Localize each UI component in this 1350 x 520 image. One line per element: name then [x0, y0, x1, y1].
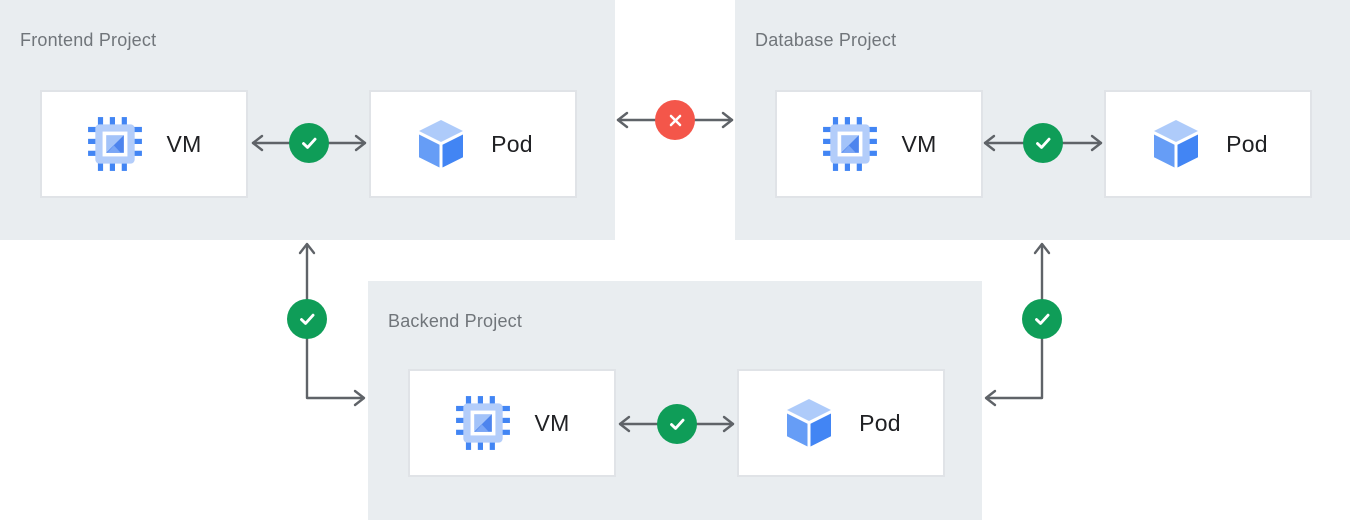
database-vm-node: VM	[775, 90, 983, 198]
check-icon	[302, 137, 317, 149]
pod-label: Pod	[1226, 130, 1268, 157]
frontend-backend-status-allowed	[287, 299, 327, 339]
check-icon	[300, 313, 315, 325]
frontend-project-panel: Frontend Project VM	[0, 0, 615, 240]
vm-chip-icon	[88, 117, 143, 171]
check-icon	[670, 418, 685, 430]
backend-project-panel: Backend Project VM	[368, 281, 982, 520]
database-project-title: Database Project	[755, 30, 897, 50]
pod-cube-icon	[787, 399, 832, 447]
pod-label: Pod	[859, 409, 901, 436]
vm-label: VM	[901, 130, 937, 157]
check-icon	[1036, 137, 1051, 149]
backend-vm-pod-status-allowed	[657, 404, 697, 444]
frontend-vm-node: VM	[40, 90, 248, 198]
database-pod-node: Pod	[1104, 90, 1312, 198]
backend-pod-node: Pod	[737, 369, 945, 477]
vm-label: VM	[534, 409, 570, 436]
backend-project-title: Backend Project	[388, 311, 523, 331]
pod-cube-icon	[419, 120, 464, 168]
frontend-project-title: Frontend Project	[20, 30, 157, 50]
check-icon	[1035, 313, 1050, 325]
frontend-pod-node: Pod	[369, 90, 577, 198]
backend-vm-node: VM	[408, 369, 616, 477]
database-project-panel: Database Project VM	[735, 0, 1350, 240]
database-backend-status-allowed	[1022, 299, 1062, 339]
frontend-database-status-blocked	[655, 100, 695, 140]
x-icon	[669, 114, 681, 126]
vm-chip-icon	[823, 117, 878, 171]
pod-label: Pod	[491, 130, 533, 157]
pod-cube-icon	[1154, 120, 1199, 168]
database-vm-pod-status-allowed	[1023, 123, 1063, 163]
vm-chip-icon	[456, 396, 511, 450]
frontend-vm-pod-status-allowed	[289, 123, 329, 163]
vm-label: VM	[166, 130, 202, 157]
